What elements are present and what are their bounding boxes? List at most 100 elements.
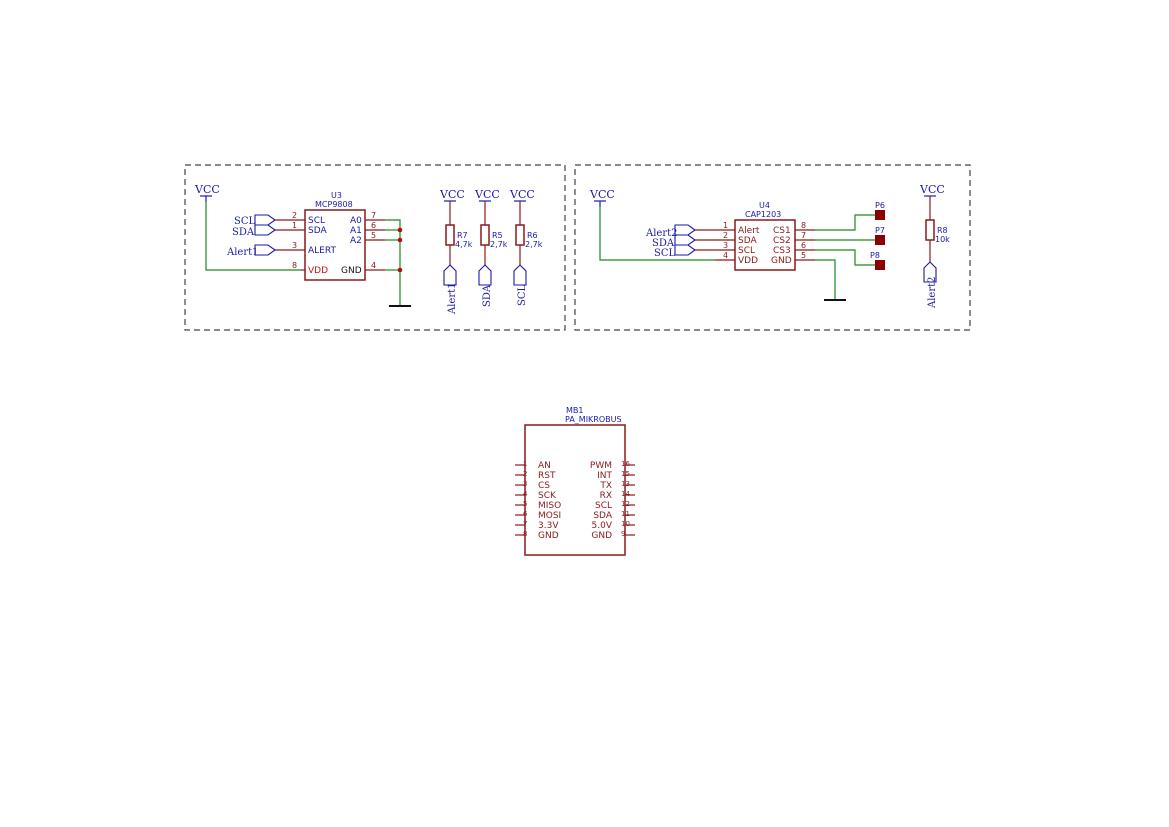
mb1-pin-name: AN [538,461,551,471]
block-temp-sensor [184,164,566,331]
svg-text:SCL: SCL [308,216,325,226]
mb1-pin-number: 14 [621,490,630,498]
mb1-pin-name: TX [599,481,612,491]
u4-value: CAP1203 [745,210,781,219]
svg-text:ALERT: ALERT [308,246,336,256]
svg-text:Alert1: Alert1 [447,283,458,316]
svg-text:CS1: CS1 [773,226,791,236]
svg-text:VCC: VCC [509,188,535,201]
svg-text:GND: GND [771,256,792,266]
mb1-pin-number: 15 [621,470,630,478]
u3-body [304,209,366,281]
u3-right-pins: 7 6 5 4 A0 A1 A2 GND [341,211,385,276]
svg-text:CS2: CS2 [773,236,791,246]
mb1-pin-number: 12 [621,500,630,508]
vcc-symbol-u4: VCC [589,188,615,207]
u3-value: MCP9808 [315,200,353,209]
mb1-pin-number: 7 [523,520,527,528]
svg-text:2,7k: 2,7k [490,240,508,249]
svg-text:VCC: VCC [589,188,615,201]
u4-body [734,219,796,271]
svg-text:R7: R7 [457,231,468,240]
svg-text:Alert2: Alert2 [927,277,938,310]
svg-text:CS3: CS3 [773,246,791,256]
mb1-pin-number: 16 [621,460,630,468]
svg-text:P7: P7 [875,226,885,235]
vcc-symbol-u3: VCC [194,183,220,202]
resistor-r8: VCC R8 10k Alert2 [919,183,950,309]
mb1-pin-name: 3.3V [538,521,559,531]
mb1-pin-name: MOSI [538,511,561,521]
svg-text:10k: 10k [935,235,950,244]
net-label-sda: SDA [232,227,255,238]
svg-text:SDA: SDA [738,236,757,246]
pad-p7: P7 [875,226,885,245]
mb1-pin-name: RST [538,471,556,481]
mb1-pin-number: 13 [621,480,630,488]
mb1-pin-number: 3 [523,480,527,488]
svg-text:4,7k: 4,7k [455,240,473,249]
u4-left-pins: 1 2 3 4 Alert SDA SCL VDD [715,221,760,266]
u3-ref: U3 [331,191,342,200]
svg-text:VCC: VCC [919,183,945,196]
svg-text:R5: R5 [492,231,503,240]
svg-text:5: 5 [801,251,806,260]
pad-p8: P8 [870,251,885,270]
svg-text:2,7k: 2,7k [525,240,543,249]
svg-text:4: 4 [371,261,376,270]
svg-text:VDD: VDD [308,266,328,276]
mb1-pin-name: PWM [590,461,612,471]
svg-text:5: 5 [371,231,376,240]
mb1-pin-number: 2 [523,470,527,478]
svg-text:8: 8 [801,221,806,230]
net-label-sda: SDA [652,238,675,249]
vcc-label: VCC [194,183,220,196]
svg-text:3: 3 [723,241,728,250]
mb1-value: PA_MIKROBUS [565,415,622,424]
junction-dot [397,237,403,243]
svg-text:3: 3 [292,241,297,250]
resistor-r7: VCC R7 4,7k Alert1 [439,188,473,315]
svg-text:7: 7 [801,231,806,240]
mb1-pin-name: INT [597,471,612,481]
net-label-alert1: Alert1 [226,247,259,258]
mb1-pin-number: 4 [523,490,528,498]
mb1-pin-name: SDA [593,511,612,521]
resistor-r5: VCC R5 2,7k SDA [474,188,508,307]
mb1-pin-name: GND [591,531,612,541]
svg-text:8: 8 [292,261,297,270]
svg-text:A2: A2 [350,236,362,246]
junction-dot [397,267,403,273]
u3-left-pins: 2 1 3 8 SCL SDA ALERT VDD [275,211,336,276]
svg-text:VDD: VDD [738,256,758,266]
svg-text:4: 4 [723,251,728,260]
svg-text:P6: P6 [875,201,885,210]
mb1-pin-name: MISO [538,501,561,511]
mb1-pin-name: CS [538,481,550,491]
mb1-ref: MB1 [566,406,583,415]
svg-text:R8: R8 [937,226,948,235]
svg-text:SCL: SCL [738,246,755,256]
svg-text:7: 7 [371,211,376,220]
svg-text:2: 2 [723,231,728,240]
svg-text:GND: GND [341,266,362,276]
mb1-pin-number: 10 [621,520,630,528]
svg-text:2: 2 [292,211,297,220]
mb1-body [524,424,626,556]
svg-text:A0: A0 [350,216,362,226]
svg-text:SCL: SCL [517,284,528,306]
mb1-pin-number: 1 [523,460,527,468]
mb1-pin-number: 8 [523,530,527,538]
pad-p6: P6 [875,201,885,220]
svg-text:SDA: SDA [308,226,327,236]
u3-net-labels: SCL SDA Alert1 [226,214,276,258]
u4-ref: U4 [759,201,770,210]
svg-text:A1: A1 [350,226,362,236]
net-label-scl: SCL [654,248,676,259]
mb1-pin-name: SCK [538,491,557,501]
svg-text:SDA: SDA [482,284,493,307]
svg-text:1: 1 [723,221,728,230]
svg-text:VCC: VCC [474,188,500,201]
mb1-pin-name: SCL [595,501,612,511]
